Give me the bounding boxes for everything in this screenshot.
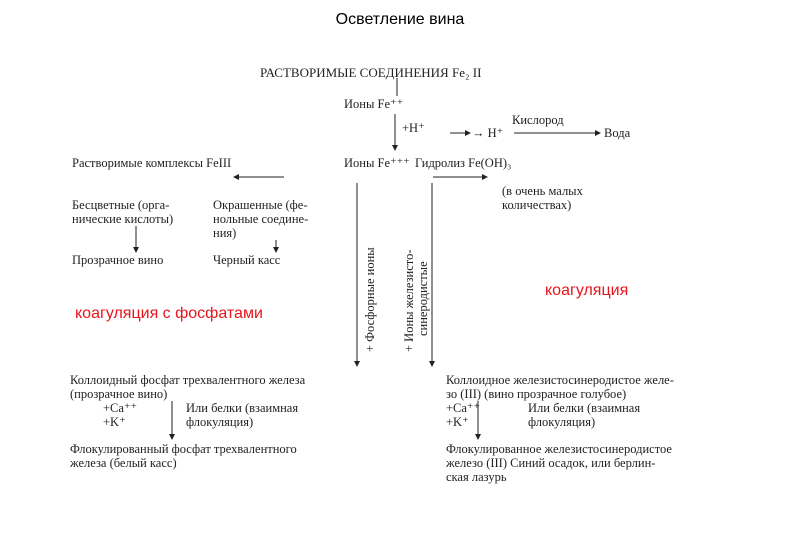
note-small-amounts-1: (в очень малых: [502, 184, 583, 198]
right-proteins-2: флокуляция): [528, 415, 596, 429]
right-ca: +Ca⁺⁺: [446, 401, 481, 415]
node-hydrolysis: Гидролиз Fe(OH)₃: [415, 156, 512, 170]
left-proteins-2: флокуляция): [186, 415, 254, 429]
node-colored-2: нольные соедине-: [213, 212, 309, 226]
node-clear-wine: Прозрачное вино: [72, 253, 164, 267]
node-colored-3: ния): [213, 226, 237, 240]
left-ca: +Ca⁺⁺: [103, 401, 138, 415]
right-proteins-1: Или белки (взаимная: [528, 401, 641, 415]
node-black-casse: Черный касс: [213, 253, 281, 267]
label-phosphate-ions: + Фосфорные ионы: [363, 247, 377, 352]
right-colloid-2: зо (III) (вино прозрачное голубое): [446, 387, 627, 401]
note-small-amounts-2: количествах): [502, 198, 572, 212]
right-flocculated-2: железо (III) Синий осадок, или берлин-: [446, 456, 656, 470]
right-flocculated-3: ская лазурь: [446, 470, 507, 484]
left-colloid-2: (прозрачное вино): [70, 387, 168, 401]
left-flocculated-1: Флокулированный фосфат трехвалентного: [70, 442, 297, 456]
node-ions-fe2: Ионы Fe⁺⁺: [344, 97, 404, 111]
right-colloid-1: Коллоидное железистосинеродистое желе-: [446, 373, 674, 387]
left-flocculated-2: железа (белый касс): [70, 456, 177, 470]
label-coagulation: коагуляция: [545, 282, 629, 299]
left-colloid-1: Коллоидный фосфат трехвалентного железа: [70, 373, 306, 387]
node-colorless-2: нические кислоты): [72, 212, 174, 226]
label-plus-h: +H⁺: [402, 121, 425, 135]
header-soluble-fe2: РАСТВОРИМЫЕ СОЕДИНЕНИЯ Fe₂ II: [260, 65, 482, 80]
right-flocculated-1: Флокулированное железистосинеродистое: [446, 442, 672, 456]
node-h-plus: → H⁺: [472, 126, 504, 140]
left-k: +K⁺: [103, 415, 126, 429]
left-proteins-1: Или белки (взаимная: [186, 401, 299, 415]
node-ions-fe3: Ионы Fe⁺⁺⁺: [344, 156, 410, 170]
diagram-title: Осветление вина: [335, 11, 465, 28]
label-coagulation-phosphates: коагуляция с фосфатами: [75, 305, 263, 322]
node-soluble-complexes: Растворимые комплексы FeIII: [72, 156, 232, 170]
node-colorless-1: Бесцветные (орга-: [72, 198, 170, 212]
node-colored-1: Окрашенные (фе-: [213, 198, 308, 212]
label-ferrocyanide-ions-1: + Ионы железисто-: [402, 249, 416, 352]
right-k: +K⁺: [446, 415, 469, 429]
node-water: Вода: [604, 126, 631, 140]
label-oxygen: Кислород: [512, 113, 564, 127]
label-ferrocyanide-ions-2: синеродистые: [416, 261, 430, 336]
